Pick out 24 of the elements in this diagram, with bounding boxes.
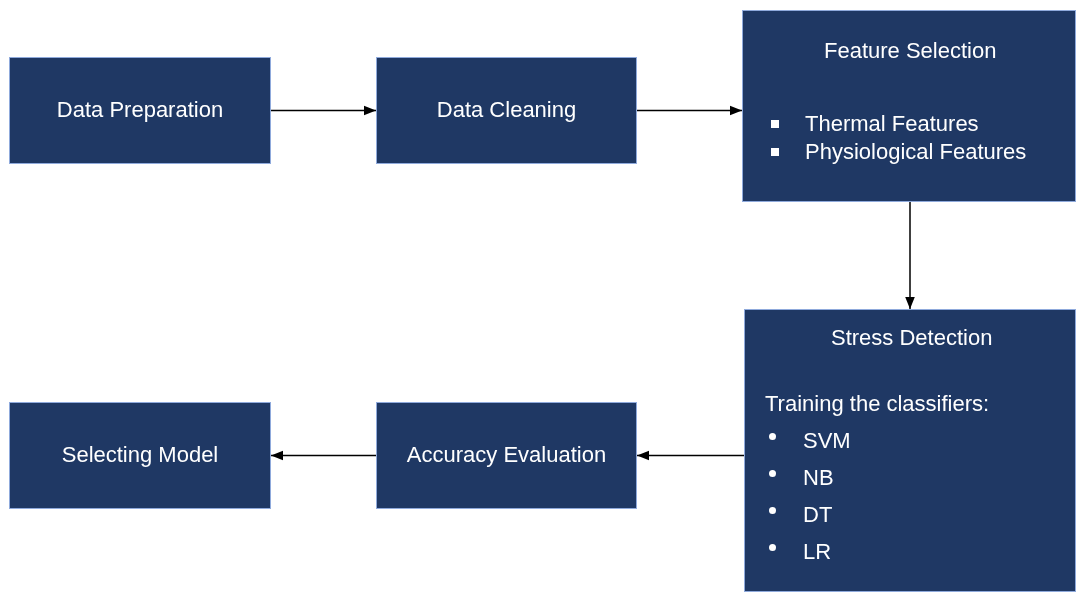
- arrow: [270, 450, 377, 461]
- box-label: Accuracy Evaluation: [406, 441, 607, 470]
- process-box: [9, 402, 271, 509]
- process-panel: [742, 10, 1076, 202]
- box-label: Selecting Model: [61, 441, 219, 470]
- process-box: [9, 57, 271, 164]
- process-panel: [744, 309, 1076, 592]
- list-item: Physiological Features: [767, 138, 1075, 167]
- list-item: NB: [765, 458, 1075, 496]
- arrow: [636, 105, 743, 116]
- arrow: [270, 105, 377, 116]
- panel-heading: Stress Detection: [831, 324, 994, 352]
- arrow: [905, 201, 915, 310]
- list-item: LR: [765, 532, 1075, 570]
- list-item: SVM: [765, 421, 1075, 459]
- list-item: DT: [765, 495, 1075, 533]
- arrow: [636, 450, 745, 461]
- process-box: [376, 402, 637, 509]
- list-item: Thermal Features: [767, 109, 1075, 139]
- panel-heading: Feature Selection: [824, 37, 998, 65]
- box-label: Data Cleaning: [436, 96, 577, 125]
- panel-text: Training the classifiers:: [765, 389, 991, 418]
- box-label: Data Preparation: [56, 96, 224, 125]
- process-box: [376, 57, 637, 164]
